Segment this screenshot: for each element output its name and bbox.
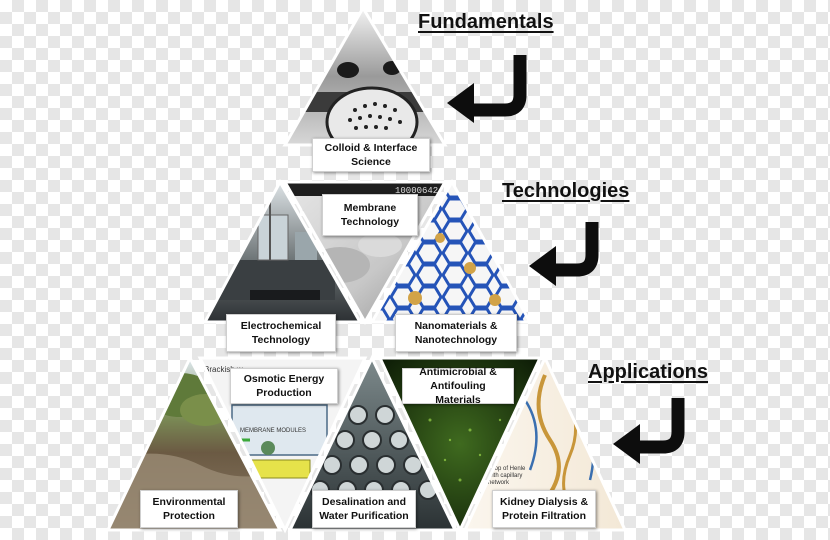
- applications-heading: Applications: [588, 361, 709, 383]
- colloid-interface-label: Colloid & Interface Science: [312, 138, 430, 172]
- environmental-protection-label: Environmental Protection: [140, 490, 238, 528]
- tier-middle-electrochemical: [202, 178, 363, 324]
- membrane-technology-label: Membrane Technology: [322, 194, 418, 236]
- curved-down-left-arrow-icon: [529, 222, 599, 286]
- antimicrobial-label: Antimicrobial & Antifouling Materials: [402, 366, 514, 406]
- kidney-dialysis-label: Kidney Dialysis & Protein Filtration: [492, 490, 596, 528]
- nanomaterials-label: Nanomaterials & Nanotechnology: [395, 314, 517, 352]
- technologies-heading: Technologies: [502, 180, 630, 202]
- osmotic-energy-label: Osmotic Energy Production: [230, 368, 338, 404]
- membrane-modules-label: MEMBRANE MODULES: [240, 428, 306, 434]
- curved-down-left-arrow-icon: [613, 398, 685, 464]
- fundamentals-heading: Fundamentals: [418, 11, 554, 33]
- electrochemical-technology-label: Electrochemical Technology: [226, 314, 336, 352]
- desalination-label: Desalination and Water Purification: [312, 490, 416, 528]
- scale-counter-text: 10000642: [395, 186, 438, 196]
- curved-down-left-arrow-icon: [447, 55, 527, 123]
- brackish-label: Brackish w: [204, 365, 243, 374]
